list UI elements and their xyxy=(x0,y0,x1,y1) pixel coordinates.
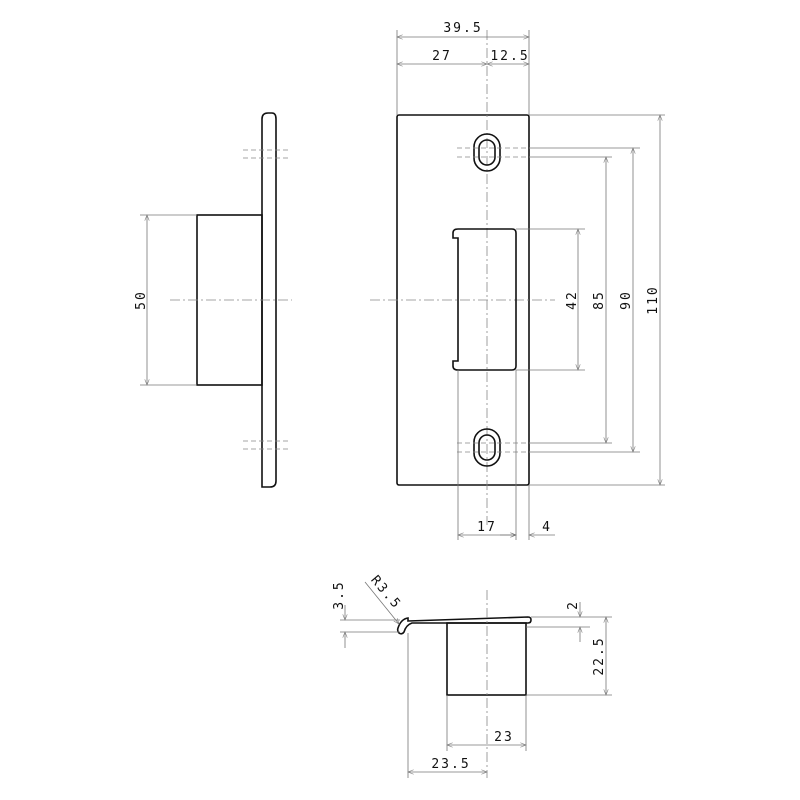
dim-width-left: 27 xyxy=(432,49,452,64)
bottom-view: 3.5 R3.5 2 22.5 23 23.5 xyxy=(332,573,612,778)
dim-hole-pitch-outer: 90 xyxy=(619,290,634,310)
dim-width-right: 12.5 xyxy=(490,49,529,64)
dim-lip-to-center: 23.5 xyxy=(431,757,470,772)
dim-plate-thickness: 2 xyxy=(566,600,581,610)
dim-box-width: 23 xyxy=(494,730,514,745)
dim-opening-width: 17 xyxy=(477,520,497,535)
dim-bend-radius: R3.5 xyxy=(367,573,404,613)
dim-height-total: 110 xyxy=(646,285,661,314)
front-view: 39.5 27 12.5 42 85 90 110 17 4 xyxy=(370,21,665,540)
dim-opening-height: 42 xyxy=(565,290,580,310)
side-view: 50 xyxy=(134,112,292,488)
dim-edge-offset: 4 xyxy=(542,520,552,535)
screw-slot-bottom xyxy=(473,428,501,467)
latch-opening xyxy=(452,228,517,371)
dim-plate-offset: 3.5 xyxy=(332,580,347,609)
dim-box-height: 50 xyxy=(134,290,149,310)
dim-width-total: 39.5 xyxy=(443,21,482,36)
dim-box-depth: 22.5 xyxy=(592,636,607,675)
dim-hole-pitch-inner: 85 xyxy=(592,290,607,310)
screw-slot-top xyxy=(473,133,501,172)
